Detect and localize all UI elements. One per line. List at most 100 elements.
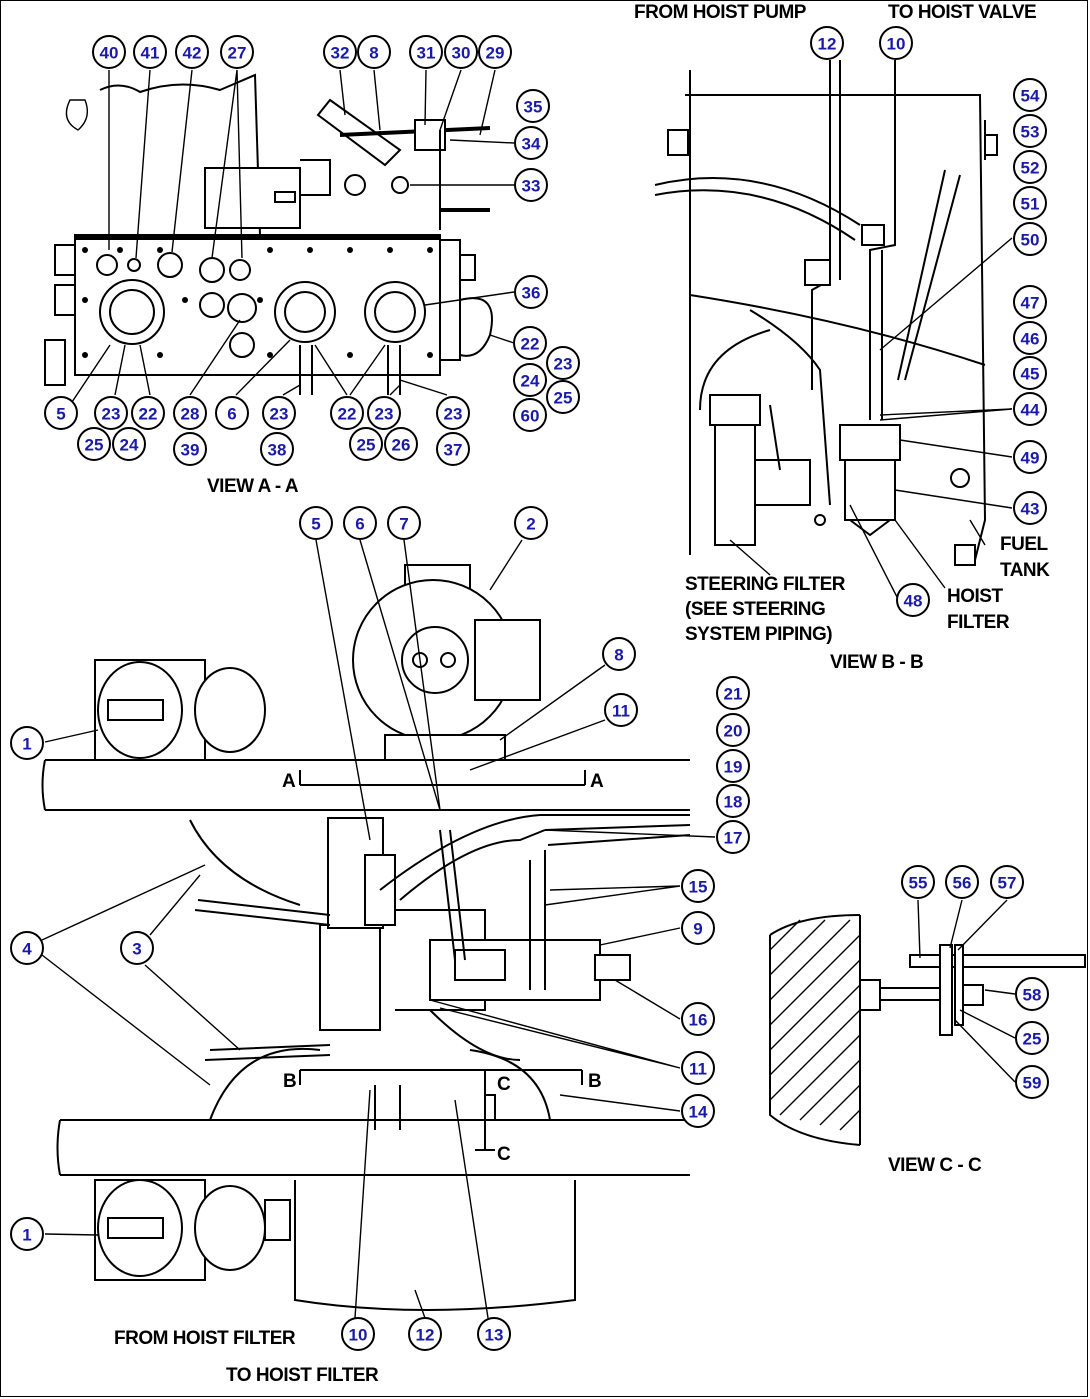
label-section-b-left: B — [283, 1071, 296, 1092]
callout-number: 54 — [1021, 87, 1040, 106]
callout-circle — [436, 432, 470, 466]
callout-circle — [513, 326, 547, 360]
callout-number: 6 — [227, 405, 236, 424]
callout-circle — [514, 126, 548, 160]
callout-57: 57 — [990, 865, 1024, 899]
callout-53: 53 — [1013, 114, 1047, 148]
callout-48: 48 — [896, 583, 930, 617]
callout-24: 24 — [513, 363, 547, 397]
callout-number: 43 — [1021, 500, 1040, 519]
callout-circle — [175, 35, 209, 69]
label-see-steering: (SEE STEERING — [685, 599, 825, 620]
callout-number: 11 — [689, 1060, 707, 1079]
callout-number: 58 — [1023, 986, 1042, 1005]
callout-11: 11 — [604, 693, 638, 727]
callout-51: 51 — [1013, 186, 1047, 220]
callout-circle — [1013, 114, 1047, 148]
callout-22: 22 — [330, 396, 364, 430]
callout-15: 15 — [681, 869, 715, 903]
callout-circle — [514, 275, 548, 309]
callout-circle — [387, 506, 421, 540]
callout-number: 26 — [392, 436, 411, 455]
callout-43: 43 — [1013, 491, 1047, 525]
main-view-drawing — [41, 539, 716, 1319]
callout-circle — [1013, 285, 1047, 319]
callout-10: 10 — [341, 1317, 375, 1351]
callout-circle — [1013, 321, 1047, 355]
callout-number: 59 — [1023, 1074, 1042, 1093]
label-to-hoist-valve: TO HOIST VALVE — [888, 2, 1036, 23]
callout-21: 21 — [716, 676, 750, 710]
callout-17: 17 — [716, 820, 750, 854]
callout-circle — [681, 869, 715, 903]
callout-7: 7 — [387, 506, 421, 540]
callout-number: 23 — [102, 405, 121, 424]
callout-2: 2 — [514, 506, 548, 540]
callout-33: 33 — [514, 168, 548, 202]
callout-number: 1 — [22, 735, 31, 754]
label-section-a-right: A — [590, 771, 604, 792]
callout-16: 16 — [681, 1002, 715, 1036]
label-to-hoist-filter: TO HOIST FILTER — [226, 1365, 379, 1386]
callout-circle — [716, 784, 750, 818]
callout-31: 31 — [409, 35, 443, 69]
callout-number: 53 — [1021, 123, 1040, 142]
callout-circle — [1013, 222, 1047, 256]
callout-4: 4 — [10, 931, 44, 965]
callout-22: 22 — [131, 396, 165, 430]
label-section-c-bottom: C — [497, 1144, 511, 1165]
callout-circle — [409, 35, 443, 69]
callout-circle — [330, 396, 364, 430]
callout-11: 11 — [681, 1051, 715, 1085]
callout-circle — [602, 637, 636, 671]
callout-26: 26 — [384, 427, 418, 461]
callout-circle — [10, 726, 44, 760]
callout-circle — [10, 1217, 44, 1251]
callout-56: 56 — [945, 865, 979, 899]
callout-circle — [44, 396, 78, 430]
callout-1: 1 — [10, 726, 44, 760]
label-view-bb: VIEW B - B — [830, 652, 923, 673]
callout-number: 22 — [521, 335, 540, 354]
callout-number: 25 — [357, 436, 376, 455]
callout-50: 50 — [1013, 222, 1047, 256]
callout-number: 56 — [953, 874, 972, 893]
callout-circle — [173, 432, 207, 466]
callout-number: 7 — [399, 515, 408, 534]
callout-3: 3 — [120, 931, 154, 965]
callout-circle — [896, 583, 930, 617]
callout-number: 9 — [693, 920, 702, 939]
callout-number: 20 — [724, 722, 743, 741]
text-labels: FROM HOIST PUMP TO HOIST VALVE VIEW A - … — [114, 2, 1051, 1386]
callout-number: 42 — [183, 44, 202, 63]
callout-number: 47 — [1021, 294, 1040, 313]
callout-number: 23 — [444, 405, 463, 424]
callout-number: 21 — [724, 685, 743, 704]
callout-number: 17 — [724, 829, 743, 848]
callout-circle — [323, 35, 357, 69]
callout-number: 34 — [522, 135, 541, 154]
callout-circle — [716, 749, 750, 783]
callout-circle — [357, 35, 391, 69]
callout-circle — [349, 427, 383, 461]
callout-number: 40 — [100, 44, 119, 63]
callout-number: 4 — [22, 940, 32, 959]
callout-number: 25 — [1023, 1030, 1042, 1049]
callout-number: 3 — [132, 940, 141, 959]
callout-circle — [901, 865, 935, 899]
callout-circle — [513, 398, 547, 432]
callout-number: 36 — [522, 284, 541, 303]
callout-23: 23 — [367, 396, 401, 430]
callout-10: 10 — [879, 26, 913, 60]
label-tank: TANK — [1000, 560, 1050, 581]
callout-circle — [1013, 78, 1047, 112]
callout-number: 44 — [1021, 401, 1040, 420]
callout-circle — [408, 1317, 442, 1351]
callout-55: 55 — [901, 865, 935, 899]
callout-circle — [262, 396, 296, 430]
callout-circle — [716, 820, 750, 854]
callout-45: 45 — [1013, 356, 1047, 390]
view-cc-drawing — [769, 899, 1086, 1146]
